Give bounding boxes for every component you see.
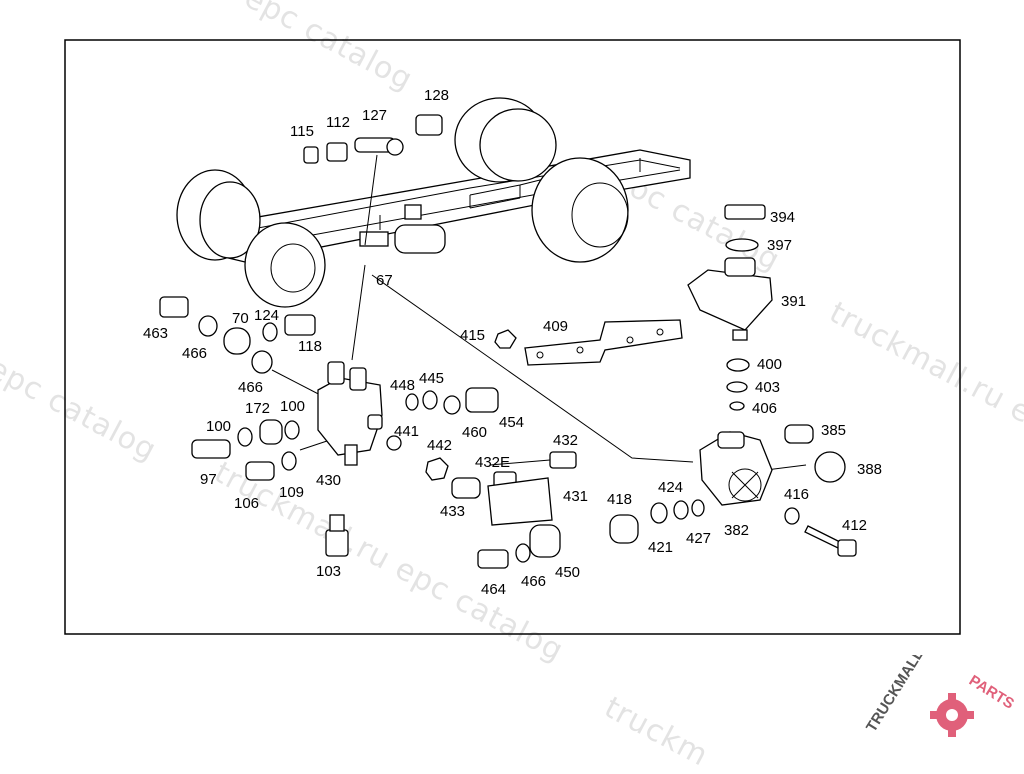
callout-442: 442 [427, 437, 452, 454]
callout-412: 412 [842, 517, 867, 534]
callout-67: 67 [376, 272, 393, 289]
callout-463: 463 [143, 325, 168, 342]
callout-418: 418 [607, 491, 632, 508]
callout-127: 127 [362, 107, 387, 124]
parts-left-group [159, 296, 383, 557]
callout-424: 424 [658, 479, 683, 496]
callout-403: 403 [755, 379, 780, 396]
callout-406: 406 [752, 400, 777, 417]
callout-454: 454 [499, 414, 524, 431]
callout-464: 464 [481, 581, 506, 598]
chassis-illustration [176, 97, 691, 308]
callout-103: 103 [316, 563, 341, 580]
callout-70: 70 [232, 310, 249, 327]
callout-97: 97 [200, 471, 217, 488]
callout-466a: 466 [182, 345, 207, 362]
callout-124: 124 [254, 307, 279, 324]
parts-top-group [303, 114, 773, 411]
callout-382: 382 [724, 522, 749, 539]
callout-466c: 466 [521, 573, 546, 590]
callout-415: 415 [460, 327, 485, 344]
callout-448: 448 [390, 377, 415, 394]
callout-427: 427 [686, 530, 711, 547]
callout-391: 391 [781, 293, 806, 310]
callout-432: 432 [553, 432, 578, 449]
callout-431: 431 [563, 488, 588, 505]
logo-arc [878, 658, 1011, 736]
callout-394: 394 [770, 209, 795, 226]
callout-430: 430 [316, 472, 341, 489]
callout-128: 128 [424, 87, 449, 104]
callout-385: 385 [821, 422, 846, 439]
parts-diagram: 115 112 127 128 394 397 391 67 463 466 7… [64, 39, 961, 635]
callout-172: 172 [245, 400, 270, 417]
callout-450: 450 [555, 564, 580, 581]
callout-416: 416 [784, 486, 809, 503]
callout-100a: 100 [206, 418, 231, 435]
callout-441: 441 [394, 423, 419, 440]
callout-421: 421 [648, 539, 673, 556]
callout-445: 445 [419, 370, 444, 387]
callout-112: 112 [326, 114, 350, 131]
callout-106: 106 [234, 495, 259, 512]
callout-115: 115 [290, 123, 314, 140]
callout-433: 433 [440, 503, 465, 520]
parts-right-group [609, 424, 857, 557]
callout-388: 388 [857, 461, 882, 478]
callout-109: 109 [279, 484, 304, 501]
parts-middle-group [386, 319, 683, 569]
callout-397: 397 [767, 237, 792, 254]
brand-logo: TRUCKMALL PARTS [863, 655, 1017, 737]
callout-460: 460 [462, 424, 487, 441]
callout-100b: 100 [280, 398, 305, 415]
callout-432E: 432E [475, 454, 510, 471]
logo-brand-part1: TRUCKMALL [863, 655, 927, 735]
callout-118: 118 [298, 338, 322, 355]
callout-409: 409 [543, 318, 568, 335]
diagram-frame [64, 39, 961, 635]
callout-466b: 466 [238, 379, 263, 396]
leader-lines [271, 154, 807, 471]
callout-labels: 115 112 127 128 394 397 391 67 463 466 7… [143, 87, 882, 598]
gear-icon [930, 693, 974, 737]
callout-400: 400 [757, 356, 782, 373]
